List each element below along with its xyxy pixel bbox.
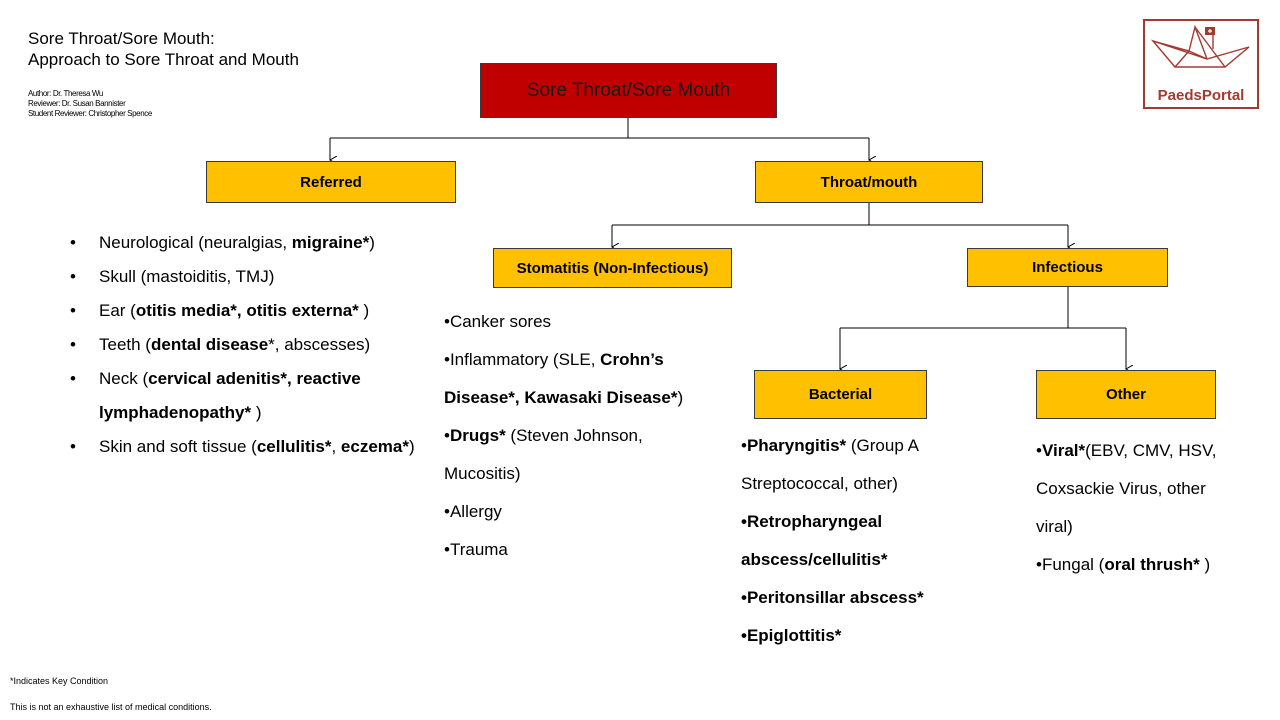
node-root: Sore Throat/Sore Mouth <box>480 63 777 118</box>
list-item: •Trauma <box>444 540 508 559</box>
node-referred: Referred <box>206 161 456 203</box>
node-infectious: Infectious <box>967 248 1168 287</box>
list-item: Teeth (dental disease*, abscesses) <box>70 328 420 362</box>
list-item: •Retropharyngeal abscess/cellulitis* <box>741 512 888 569</box>
footnote-key: *Indicates Key Condition <box>10 676 109 686</box>
credits: Author: Dr. Theresa Wu Reviewer: Dr. Sus… <box>28 89 152 119</box>
footnote-disclaimer: This is not an exhaustive list of medica… <box>10 702 212 712</box>
node-other: Other <box>1036 370 1216 419</box>
connector-infectious <box>840 287 1126 329</box>
list-item: •Canker sores <box>444 312 552 331</box>
paper-boat-flag-icon <box>1150 24 1250 68</box>
page-title: Sore Throat/Sore Mouth: Approach to Sore… <box>28 28 299 70</box>
logo-text: PaedsPortal <box>1157 87 1245 104</box>
list-item: Skin and soft tissue (cellulitis*, eczem… <box>70 430 420 464</box>
author-credit: Author: Dr. Theresa Wu <box>28 89 103 98</box>
list-item: •Epiglottitis* <box>741 626 842 645</box>
other-list: •Viral*(EBV, CMV, HSV, Coxsackie Virus, … <box>1036 432 1236 584</box>
list-item: •Allergy <box>444 502 502 521</box>
title-line-2: Approach to Sore Throat and Mouth <box>28 50 299 69</box>
node-throat-mouth: Throat/mouth <box>755 161 983 203</box>
reviewer-credit: Reviewer: Dr. Susan Bannister <box>28 99 126 108</box>
referred-list: Neurological (neuralgias, migraine*) Sku… <box>70 226 420 464</box>
connector-root <box>330 118 869 139</box>
node-bacterial: Bacterial <box>754 370 927 419</box>
student-reviewer-credit: Student Reviewer: Christopher Spence <box>28 109 152 118</box>
node-stomatitis: Stomatitis (Non-Infectious) <box>493 248 732 288</box>
connector-throat-mouth <box>612 203 1068 226</box>
list-item: Skull (mastoiditis, TMJ) <box>70 260 420 294</box>
stomatitis-list: •Canker sores •Inflammatory (SLE, Crohn’… <box>444 303 719 569</box>
list-item: •Inflammatory (SLE, Crohn’s Disease*, Ka… <box>444 350 684 407</box>
list-item: •Drugs* (Steven Johnson, Mucositis) <box>444 426 643 483</box>
list-item: •Viral*(EBV, CMV, HSV, Coxsackie Virus, … <box>1036 441 1217 536</box>
list-item: •Pharyngitis* (Group A Streptococcal, ot… <box>741 436 918 493</box>
title-line-1: Sore Throat/Sore Mouth: <box>28 29 215 48</box>
paedsportal-logo: PaedsPortal <box>1143 19 1259 109</box>
list-item: Ear (otitis media*, otitis externa* ) <box>70 294 420 328</box>
list-item: •Peritonsillar abscess* <box>741 588 924 607</box>
list-item: •Fungal (oral thrush* ) <box>1036 555 1211 574</box>
list-item: Neurological (neuralgias, migraine*) <box>70 226 420 260</box>
list-item: Neck (cervical adenitis*, reactive lymph… <box>70 362 420 430</box>
bacterial-list: •Pharyngitis* (Group A Streptococcal, ot… <box>741 427 956 655</box>
